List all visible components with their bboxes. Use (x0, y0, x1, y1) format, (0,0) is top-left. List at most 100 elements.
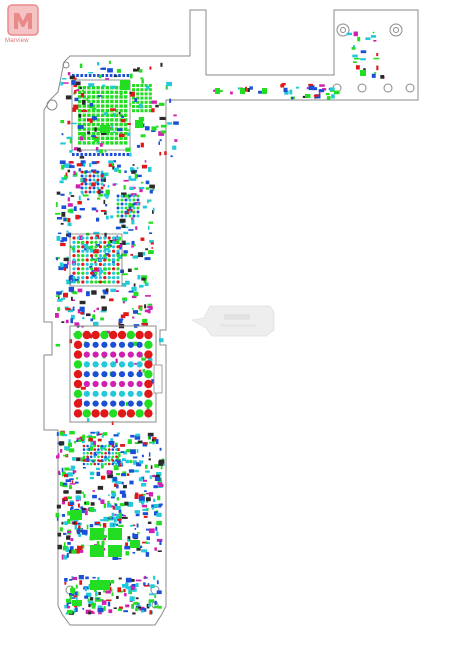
pmic-pad (144, 105, 148, 108)
smd-component (91, 207, 97, 211)
memory-bga-ball (98, 249, 102, 253)
smd-component (87, 118, 93, 122)
memory-bga-ball (116, 249, 120, 253)
smd-component (118, 452, 121, 457)
nand-bga-ball (144, 389, 153, 398)
smd-component (148, 602, 151, 606)
nand-bga-ball (127, 361, 134, 368)
bga-ball (100, 190, 104, 194)
smd-component (65, 307, 71, 311)
smd-component (98, 433, 104, 436)
memory-bga-ball (76, 254, 80, 258)
smd-component (112, 166, 115, 170)
bga-ball (84, 178, 88, 182)
cpu-pad (110, 113, 114, 117)
memory-bga-ball (103, 276, 107, 280)
smd-component (124, 501, 129, 506)
smd-component (283, 87, 288, 93)
smd-component (132, 164, 135, 166)
smd-component (57, 307, 61, 312)
smd-component (87, 131, 90, 134)
smd-component (122, 301, 125, 304)
nand-bga-ball (110, 351, 117, 358)
smd-component (78, 113, 82, 118)
bga-ball (115, 462, 118, 466)
smd-component (76, 477, 79, 480)
bga-ball (136, 198, 140, 202)
smd-component (148, 250, 154, 255)
bga-ball (128, 198, 132, 202)
smd-component (94, 589, 97, 592)
memory-bga-ball (107, 258, 111, 262)
nand-bga-ball (110, 390, 117, 397)
smd-component (117, 515, 122, 520)
bga-ball (96, 190, 100, 194)
smd-component (125, 604, 130, 608)
smd-component (132, 552, 136, 554)
smd-component (116, 455, 119, 461)
smd-component (96, 217, 100, 222)
cpu-pad (110, 118, 114, 122)
cpu-pad (101, 113, 105, 117)
bga-ball (132, 206, 136, 210)
smd-component (96, 307, 99, 310)
smd-component (67, 542, 71, 545)
smd-component (69, 483, 76, 485)
smd-component (145, 492, 150, 495)
bga-ball (92, 186, 96, 190)
smd-component (77, 528, 84, 532)
smd-component (152, 442, 155, 445)
nand-bga-ball (83, 380, 90, 388)
smd-component (360, 50, 367, 54)
smd-component (56, 455, 60, 459)
memory-bga-ball (72, 280, 76, 284)
memory-bga-ball (81, 258, 85, 262)
smd-component (70, 122, 77, 125)
memory-bga-ball (81, 236, 85, 240)
smd-component (127, 501, 133, 507)
smd-component (120, 444, 125, 447)
smd-component (85, 510, 88, 516)
cpu-pad (119, 95, 123, 99)
smd-component (152, 207, 155, 212)
smd-component (295, 86, 300, 89)
smd-component (110, 288, 117, 292)
cpu-pad (87, 113, 91, 117)
memory-bga-ball (94, 267, 98, 271)
smd-component (100, 499, 105, 504)
memory-bga-ball (81, 280, 85, 284)
smd-component (74, 440, 77, 444)
nand-bga-ball (110, 341, 117, 348)
nand-bga-ball (118, 400, 126, 407)
cpu-pad (124, 132, 128, 136)
bga-ball (107, 455, 111, 459)
smd-component (138, 477, 143, 482)
smd-component (130, 253, 133, 256)
smd-component (151, 379, 155, 384)
smd-component (125, 551, 130, 556)
memory-bga-ball (94, 254, 98, 258)
nand-bga-ball (144, 370, 153, 379)
smd-component (65, 612, 68, 615)
smd-component (158, 483, 164, 487)
smd-component (93, 310, 96, 313)
smd-component (78, 235, 83, 240)
nand-bga-ball (127, 390, 134, 397)
smd-component (78, 575, 84, 580)
cpu-pad (91, 90, 96, 94)
pmic-pad (136, 96, 140, 100)
smd-component (127, 132, 131, 137)
nand-bga-ball (101, 380, 108, 388)
smd-component (77, 545, 83, 550)
smd-component (72, 521, 76, 525)
bga-ball (97, 459, 100, 462)
smd-component (125, 242, 130, 245)
smd-component (100, 310, 107, 313)
smd-component (61, 133, 64, 136)
memory-bga-ball (81, 262, 85, 266)
bga-ball (86, 459, 89, 462)
pmic-pad (144, 84, 148, 87)
cpu-pad (114, 104, 119, 108)
smd-component (120, 243, 122, 248)
nand-bga-ball (127, 371, 134, 378)
